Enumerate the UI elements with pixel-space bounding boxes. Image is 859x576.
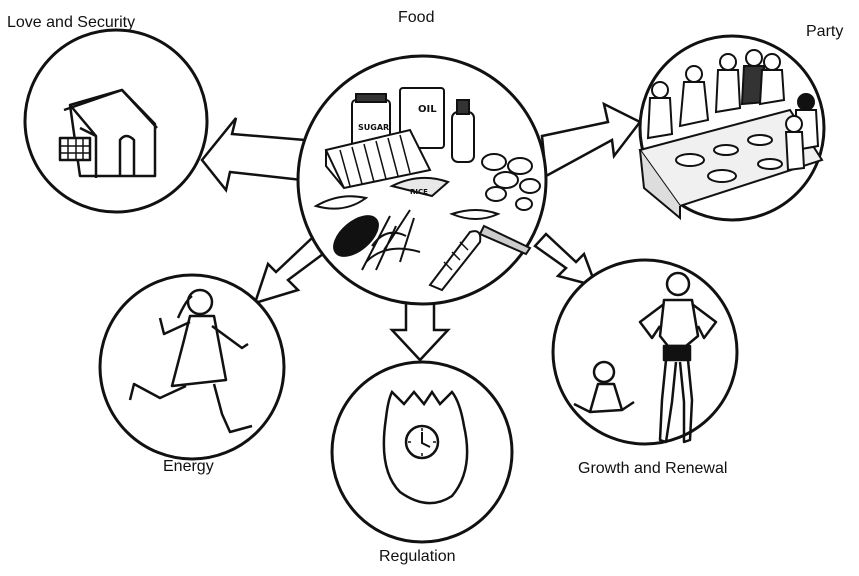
bottle	[451, 111, 475, 163]
svg-text:SUGAR: SUGAR	[358, 123, 389, 132]
eggplant	[333, 215, 379, 257]
running-girl-icon	[128, 288, 253, 434]
rice-pile	[389, 176, 450, 198]
svg-text:RICE: RICE	[410, 188, 428, 196]
arrow-to-party	[540, 101, 642, 178]
svg-text:OIL: OIL	[418, 104, 437, 115]
stomach-clock-icon	[382, 389, 469, 505]
party-label: Party	[806, 23, 844, 40]
pea-pod	[313, 195, 369, 210]
growth-and-renewal-label: Growth and Renewal	[578, 460, 728, 477]
party-table	[638, 108, 824, 208]
bread-loaf	[324, 128, 432, 190]
food-items-illustration: SUGAR OIL RICE	[313, 87, 541, 292]
love-and-security-label: Love and Security	[7, 14, 136, 31]
arrow-to-energy	[253, 236, 325, 305]
party-scene-illustration	[638, 49, 824, 221]
growth-figures-icon	[573, 271, 718, 444]
food-label: Food	[398, 9, 435, 26]
regulation-label: Regulation	[379, 548, 456, 565]
growth-and-renewal-circle	[551, 258, 739, 446]
round-fruits	[481, 153, 541, 211]
carrot	[428, 230, 482, 292]
arrow-to-growth-and-renewal	[533, 232, 599, 288]
party-guests	[646, 49, 820, 172]
greens	[361, 209, 421, 271]
energy-label: Energy	[163, 458, 214, 475]
house-icon	[58, 88, 158, 178]
arrow-to-regulation	[389, 298, 451, 362]
arrow-to-love-and-security	[200, 117, 307, 193]
pea-pod	[449, 209, 501, 220]
okra	[478, 224, 532, 256]
